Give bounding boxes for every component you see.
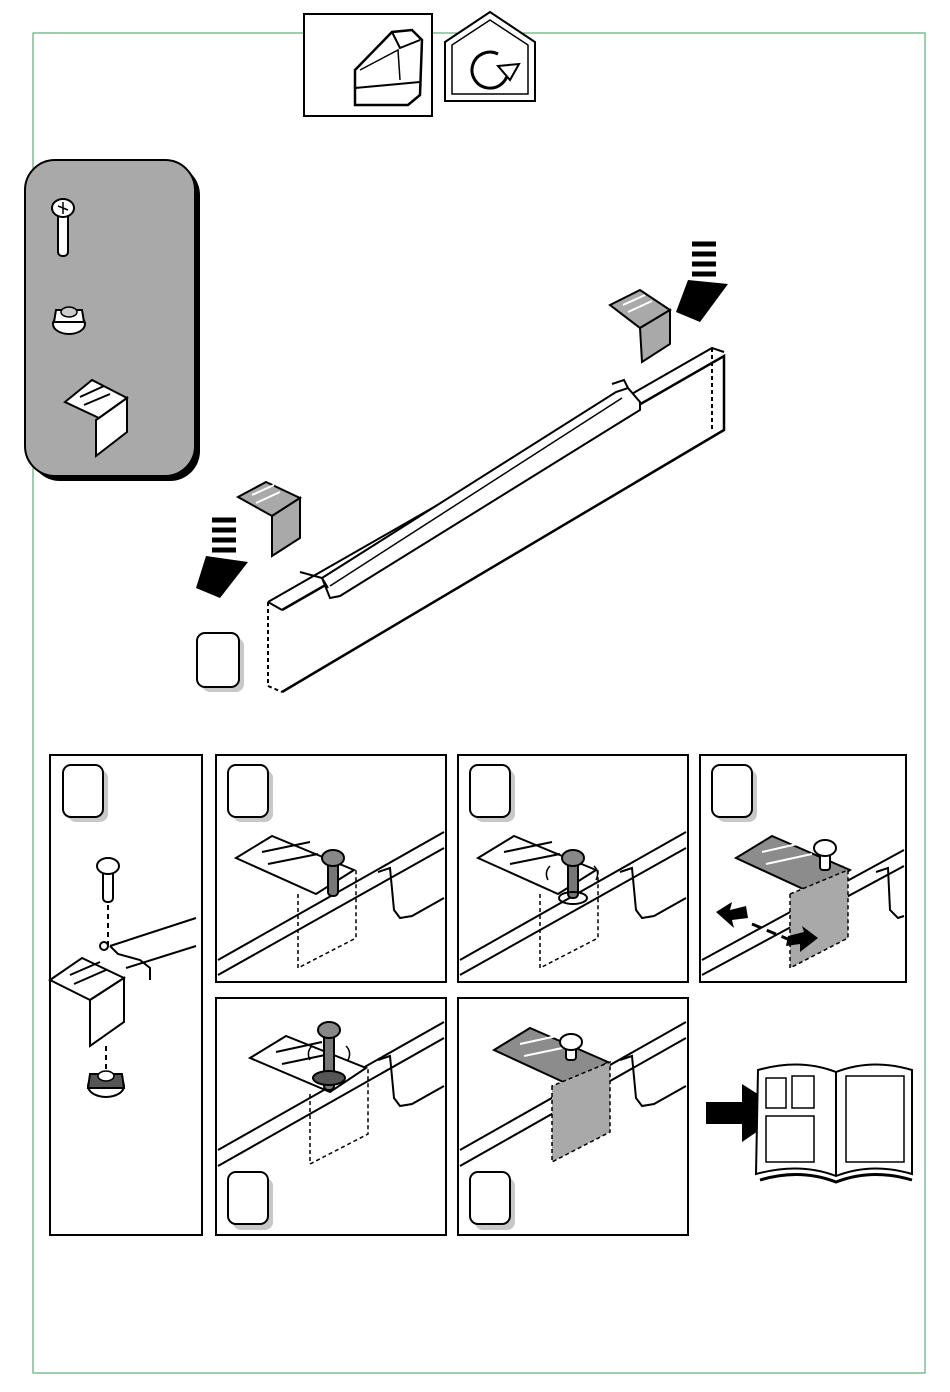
main-assembly bbox=[196, 244, 728, 692]
rotate-house-icon bbox=[445, 12, 535, 101]
detail-panel-e bbox=[216, 998, 446, 1235]
parts-panel bbox=[25, 160, 200, 481]
detail-panel-d bbox=[700, 755, 906, 982]
hood-cover-icon bbox=[304, 14, 432, 116]
down-arrow-icon bbox=[676, 244, 728, 322]
detail-panel-a bbox=[50, 755, 202, 1235]
detail-panel-c bbox=[458, 755, 688, 982]
manual-book-icon bbox=[756, 1064, 912, 1182]
main-step-badge bbox=[197, 633, 244, 692]
left-bracket bbox=[238, 482, 300, 556]
flange-nut-icon bbox=[53, 307, 85, 334]
detail-panel-f bbox=[458, 998, 688, 1235]
right-bracket bbox=[610, 290, 670, 362]
down-arrow-icon bbox=[196, 520, 248, 598]
detail-panel-b bbox=[216, 755, 446, 982]
